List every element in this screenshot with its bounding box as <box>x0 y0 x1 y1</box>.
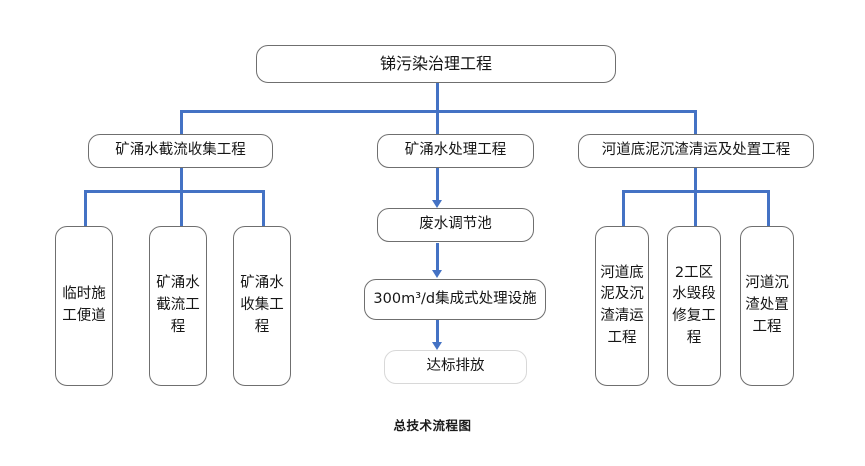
connector-right-drop-2 <box>694 190 697 226</box>
node-branch-middle-header-label: 矿涌水处理工程 <box>404 142 507 159</box>
node-middle-step-1-label: 废水调节池 <box>419 216 492 233</box>
node-left-leaf-1-label: 临时施工便道 <box>62 286 106 324</box>
node-left-leaf-3[interactable]: 矿涌水收集工程 <box>233 226 291 386</box>
connector-left-stem <box>180 167 183 192</box>
connector-root-stem <box>436 82 439 110</box>
connector-middle-3 <box>436 320 439 346</box>
node-right-leaf-3[interactable]: 河道沉渣处置工程 <box>740 226 794 386</box>
node-right-leaf-3-label: 河道沉渣处置工程 <box>745 275 789 335</box>
node-middle-step-3-label: 达标排放 <box>426 358 485 375</box>
node-branch-left-header[interactable]: 矿涌水截流收集工程 <box>88 134 273 168</box>
node-left-leaf-2-label: 矿涌水截流工程 <box>156 275 200 335</box>
connector-drop-left-header <box>180 110 183 135</box>
arrow-head-middle-1 <box>432 200 442 208</box>
connector-right-drop-3 <box>767 190 770 226</box>
connector-left-bus <box>84 190 265 193</box>
node-middle-step-3[interactable]: 达标排放 <box>384 350 527 384</box>
node-root[interactable]: 锑污染治理工程 <box>256 45 616 83</box>
figure-caption: 总技术流程图 <box>393 418 472 433</box>
connector-left-drop-2 <box>180 190 183 226</box>
connector-right-stem <box>694 167 697 192</box>
node-branch-middle-header[interactable]: 矿涌水处理工程 <box>377 134 534 168</box>
connector-left-drop-1 <box>84 190 87 226</box>
node-middle-step-2[interactable]: 300m³/d集成式处理设施 <box>364 279 546 320</box>
node-root-label: 锑污染治理工程 <box>379 54 492 74</box>
node-middle-step-1[interactable]: 废水调节池 <box>377 208 534 242</box>
node-branch-right-header-label: 河道底泥沉渣清运及处置工程 <box>601 142 791 159</box>
connector-drop-right-header <box>694 110 697 135</box>
node-left-leaf-1[interactable]: 临时施工便道 <box>55 226 113 386</box>
node-branch-left-header-label: 矿涌水截流收集工程 <box>115 142 246 159</box>
arrow-head-middle-2 <box>432 270 442 278</box>
node-branch-right-header[interactable]: 河道底泥沉渣清运及处置工程 <box>578 134 814 168</box>
node-right-leaf-1-label: 河道底泥及沉渣清运工程 <box>600 264 644 346</box>
node-right-leaf-2[interactable]: 2工区水毁段修复工程 <box>667 226 721 386</box>
connector-left-drop-3 <box>262 190 265 226</box>
node-right-leaf-1[interactable]: 河道底泥及沉渣清运工程 <box>595 226 649 386</box>
connector-right-drop-1 <box>622 190 625 226</box>
node-left-leaf-2[interactable]: 矿涌水截流工程 <box>149 226 207 386</box>
node-middle-step-2-label: 300m³/d集成式处理设施 <box>373 290 537 307</box>
connector-middle-2 <box>436 243 439 274</box>
arrow-head-middle-3 <box>432 342 442 350</box>
node-left-leaf-3-label: 矿涌水收集工程 <box>240 275 284 335</box>
node-right-leaf-2-label: 2工区水毁段修复工程 <box>672 264 716 346</box>
connector-drop-middle-header <box>436 110 439 135</box>
connector-middle-1 <box>436 167 439 204</box>
